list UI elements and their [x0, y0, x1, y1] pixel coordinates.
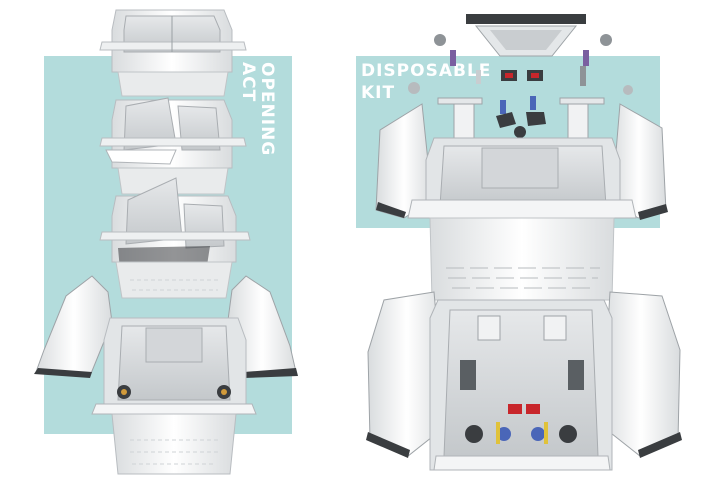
- opening-stage-1: [99, 9, 247, 97]
- opening-stage-3: [99, 177, 251, 299]
- opening-stage-2: [99, 97, 247, 195]
- kit-components: [408, 14, 633, 141]
- disposable-kit-label: DISPOSABLE KIT: [361, 61, 492, 103]
- opening-stage-4-open: [34, 275, 298, 475]
- kit-unit-upper: [375, 103, 668, 301]
- kit-unit-lower-open: [366, 291, 682, 471]
